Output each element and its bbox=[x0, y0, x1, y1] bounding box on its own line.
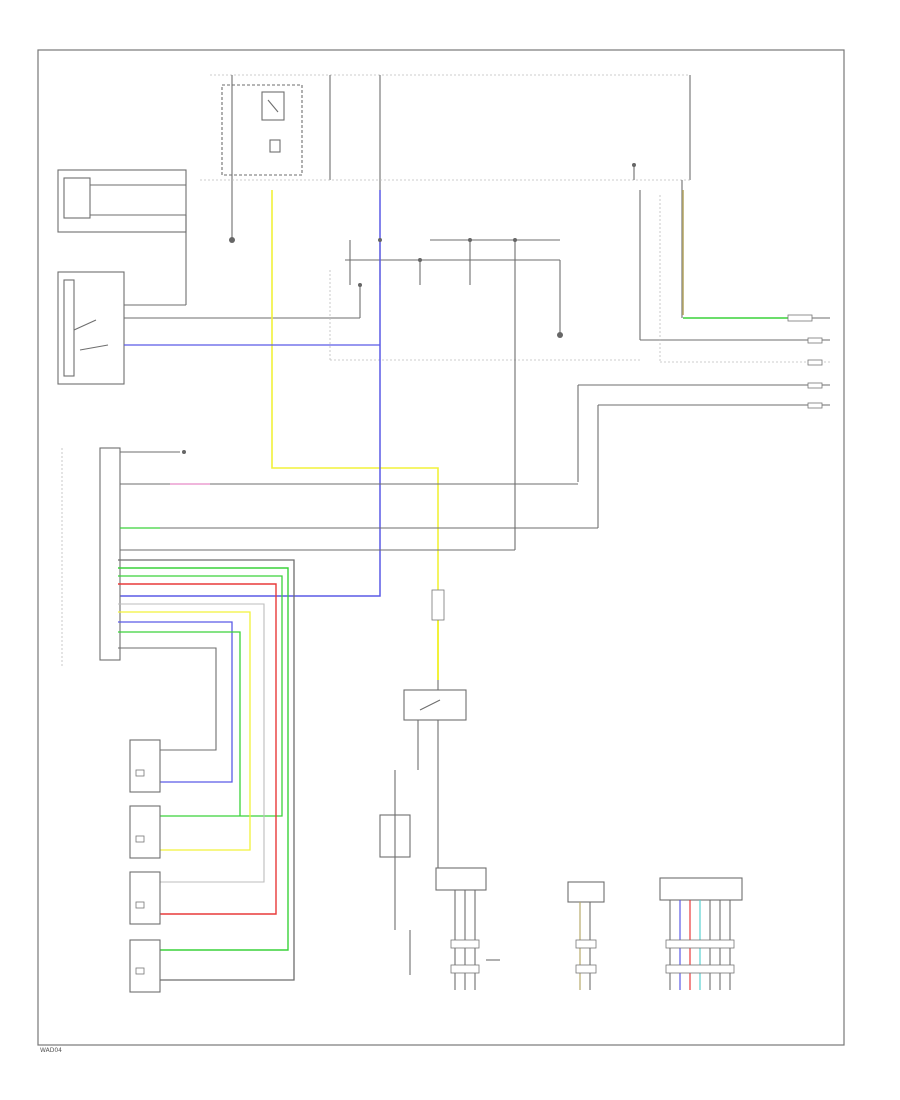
outside-mirror-connector bbox=[659, 877, 743, 990]
right-side-wires bbox=[577, 180, 830, 528]
motor-wire-bundle bbox=[118, 559, 295, 981]
seat-motor-reclining bbox=[129, 939, 161, 993]
neutral-start-switch bbox=[379, 770, 411, 975]
wire-splices bbox=[358, 238, 517, 287]
power-seat-switch-upper-left bbox=[57, 271, 186, 385]
footer-code: WAD04 bbox=[40, 1047, 62, 1054]
power-seat-motor-upper-left bbox=[57, 169, 187, 305]
yellow-feed-wire bbox=[271, 190, 439, 680]
junction-connector-row bbox=[345, 239, 563, 338]
seat-motor-front-vertical bbox=[129, 805, 161, 859]
seat-motor-slide bbox=[129, 739, 161, 793]
seat-motor-rear-vertical bbox=[129, 871, 161, 925]
main-ecu-connector bbox=[61, 285, 598, 668]
right-edge-terminals bbox=[787, 314, 823, 409]
stop-light-switch bbox=[403, 589, 467, 870]
engine-control-module-connector bbox=[435, 867, 500, 990]
upper-wire-harness bbox=[124, 270, 640, 361]
blue-feed-wire bbox=[118, 190, 381, 597]
seat-position-sensor-connector bbox=[567, 881, 605, 990]
diagram-frame bbox=[37, 49, 845, 1046]
top-power-bus bbox=[200, 74, 691, 243]
